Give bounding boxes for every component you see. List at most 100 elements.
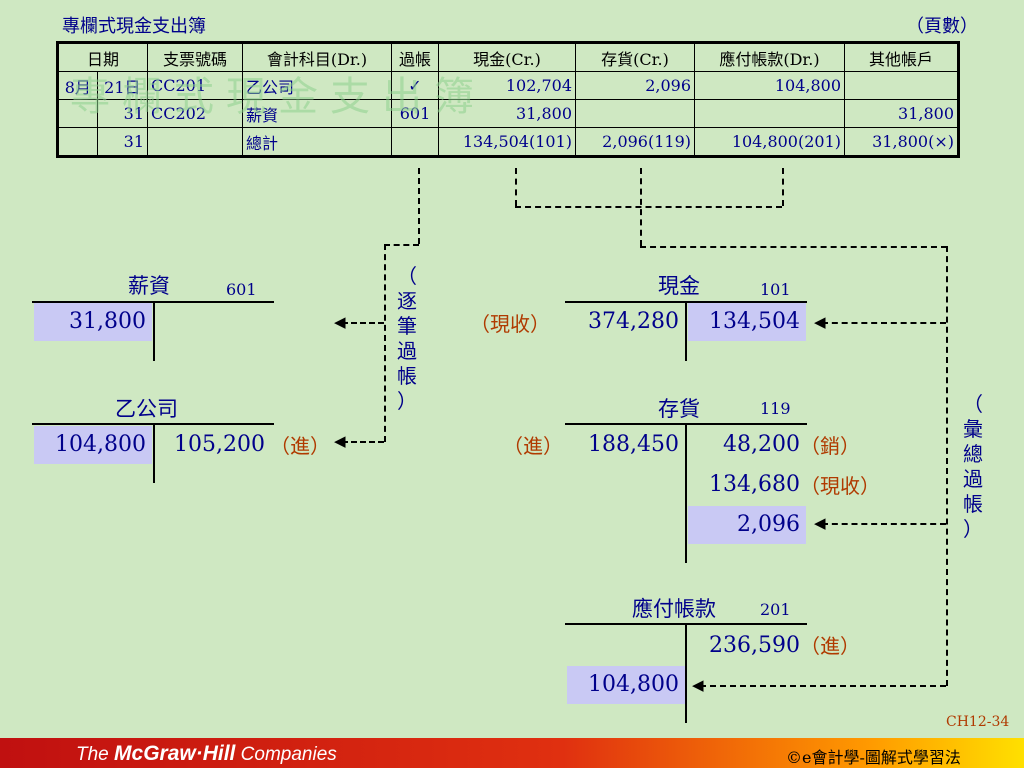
publisher-logo: The McGraw·Hill Companies xyxy=(76,742,337,766)
ledger-companyB-debit: 104,800 xyxy=(34,426,152,464)
cell-payable: 104,800(201) xyxy=(694,127,845,157)
ledger-inventory-note-2: （現收） xyxy=(800,474,880,498)
cell-other xyxy=(844,71,959,100)
individual-posting-label: （ 逐 筆 過 帳 ） xyxy=(395,264,419,414)
cell-day: 21日 xyxy=(96,71,149,100)
ledger-salary-debit: 31,800 xyxy=(34,303,152,341)
label-char: 帳 xyxy=(963,492,983,516)
cash-disbursement-journal: 日期 支票號碼 會計科目(Dr.) 過帳 現金(Cr.) 存貨(Cr.) 應付帳… xyxy=(56,41,960,158)
cell-check-no: CC202 xyxy=(147,99,243,128)
ledger-payable-credit: 236,590 xyxy=(709,633,800,658)
cell-inventory: 2,096 xyxy=(575,71,695,100)
cell-check-no xyxy=(147,127,243,157)
header-posting: 過帳 xyxy=(391,42,439,72)
cell-payable xyxy=(694,99,845,128)
label-char: 總 xyxy=(963,442,983,466)
ledger-companyB-title: 乙公司 xyxy=(115,397,178,421)
ledger-cash-title: 現金 xyxy=(658,274,700,298)
book-title: ©e會計學-圖解式學習法 xyxy=(786,748,961,767)
cell-posting xyxy=(391,127,439,157)
arrow-left-icon: ◀ xyxy=(334,313,346,331)
ledger-salary-vline xyxy=(153,301,155,361)
ledger-cash-note: （現收） xyxy=(470,312,550,336)
ledger-inventory-debit: 188,450 xyxy=(588,432,679,457)
connector-line xyxy=(384,244,419,246)
cell-day: 31 xyxy=(96,99,149,128)
journal-header-row: 日期 支票號碼 會計科目(Dr.) 過帳 現金(Cr.) 存貨(Cr.) 應付帳… xyxy=(57,42,959,72)
connector-line xyxy=(700,685,946,687)
ledger-inventory-vline xyxy=(685,423,687,563)
label-char: 逐 xyxy=(397,289,417,313)
checkmark-icon: ✓ xyxy=(391,71,439,100)
summary-posting-label: （ 彙 總 過 帳 ） xyxy=(961,392,985,542)
cell-account: 總計 xyxy=(242,127,392,157)
label-char: 彙 xyxy=(963,417,983,441)
ledger-payable-title: 應付帳款 xyxy=(632,597,716,621)
cell-cash: 31,800 xyxy=(438,99,576,128)
connector-line xyxy=(822,523,946,525)
cell-month: 8月 xyxy=(57,71,98,100)
connector-line xyxy=(515,206,782,208)
cell-account: 薪資 xyxy=(242,99,392,128)
cell-posting: 601 xyxy=(391,99,439,128)
connector-line xyxy=(782,168,784,206)
table-row-total: 31 總計 134,504(101) 2,096(119) 104,800(20… xyxy=(57,127,959,157)
brand-tail: Companies xyxy=(240,744,337,765)
ledger-payable-debit: 104,800 xyxy=(567,666,685,704)
ledger-cash-vline xyxy=(685,301,687,361)
table-row: 8月 21日 CC201 乙公司 ✓ 102,704 2,096 104,800 xyxy=(57,71,959,100)
connector-line xyxy=(384,244,386,442)
ledger-companyB-credit: 105,200 xyxy=(174,432,265,457)
cell-payable: 104,800 xyxy=(694,71,845,100)
cell-cash: 102,704 xyxy=(438,71,576,100)
ledger-salary-title: 薪資 xyxy=(128,274,170,298)
label-char: 過 xyxy=(397,339,417,363)
arrow-left-icon: ◀ xyxy=(814,313,826,331)
page-count-label: （頁數） xyxy=(906,16,978,37)
cell-inventory xyxy=(575,99,695,128)
connector-line xyxy=(640,168,642,246)
table-row: 31 CC202 薪資 601 31,800 31,800 xyxy=(57,99,959,128)
header-payable: 應付帳款(Dr.) xyxy=(694,42,845,72)
cell-month xyxy=(57,99,98,128)
brand-the: The xyxy=(76,744,109,765)
connector-line xyxy=(342,441,384,443)
ledger-inventory-credit-1: 48,200 xyxy=(723,432,800,457)
footer-bar xyxy=(0,738,1024,768)
cell-cash: 134,504(101) xyxy=(438,127,576,157)
arrow-left-icon: ◀ xyxy=(814,514,826,532)
cell-account: 乙公司 xyxy=(242,71,392,100)
label-char: 過 xyxy=(963,467,983,491)
header-other: 其他帳戶 xyxy=(844,42,959,72)
page-number: CH12-34 xyxy=(946,714,1010,730)
label-char: ） xyxy=(963,517,983,541)
connector-line xyxy=(515,168,517,206)
arrow-left-icon: ◀ xyxy=(334,432,346,450)
ledger-companyB-note: （進） xyxy=(270,434,330,458)
ledger-inventory-title: 存貨 xyxy=(658,397,700,421)
ledger-inventory-note-1: （銷） xyxy=(800,434,860,458)
header-cash: 現金(Cr.) xyxy=(438,42,576,72)
ledger-inventory-number: 119 xyxy=(760,399,791,418)
connector-line xyxy=(342,322,384,324)
ledger-payable-vline xyxy=(685,623,687,723)
cell-check-no: CC201 xyxy=(147,71,243,100)
label-char: （ xyxy=(397,264,417,288)
ledger-companyB-vline xyxy=(153,423,155,483)
cell-day: 31 xyxy=(96,127,149,157)
journal-title: 專欄式現金支出簿 xyxy=(62,16,206,37)
label-char: 帳 xyxy=(397,364,417,388)
ledger-inventory-note-left: （進） xyxy=(503,434,563,458)
cell-inventory: 2,096(119) xyxy=(575,127,695,157)
ledger-payable-note: （進） xyxy=(800,634,860,658)
header-account: 會計科目(Dr.) xyxy=(242,42,392,72)
ledger-inventory-credit-3: 2,096 xyxy=(688,506,806,544)
ledger-cash-debit: 374,280 xyxy=(588,309,679,334)
brand-name: McGraw·Hill xyxy=(114,742,236,765)
label-char: ） xyxy=(397,389,417,413)
connector-line xyxy=(946,246,948,686)
connector-line xyxy=(822,322,946,324)
connector-line xyxy=(418,168,420,244)
header-date: 日期 xyxy=(57,42,148,72)
header-check-no: 支票號碼 xyxy=(147,42,243,72)
